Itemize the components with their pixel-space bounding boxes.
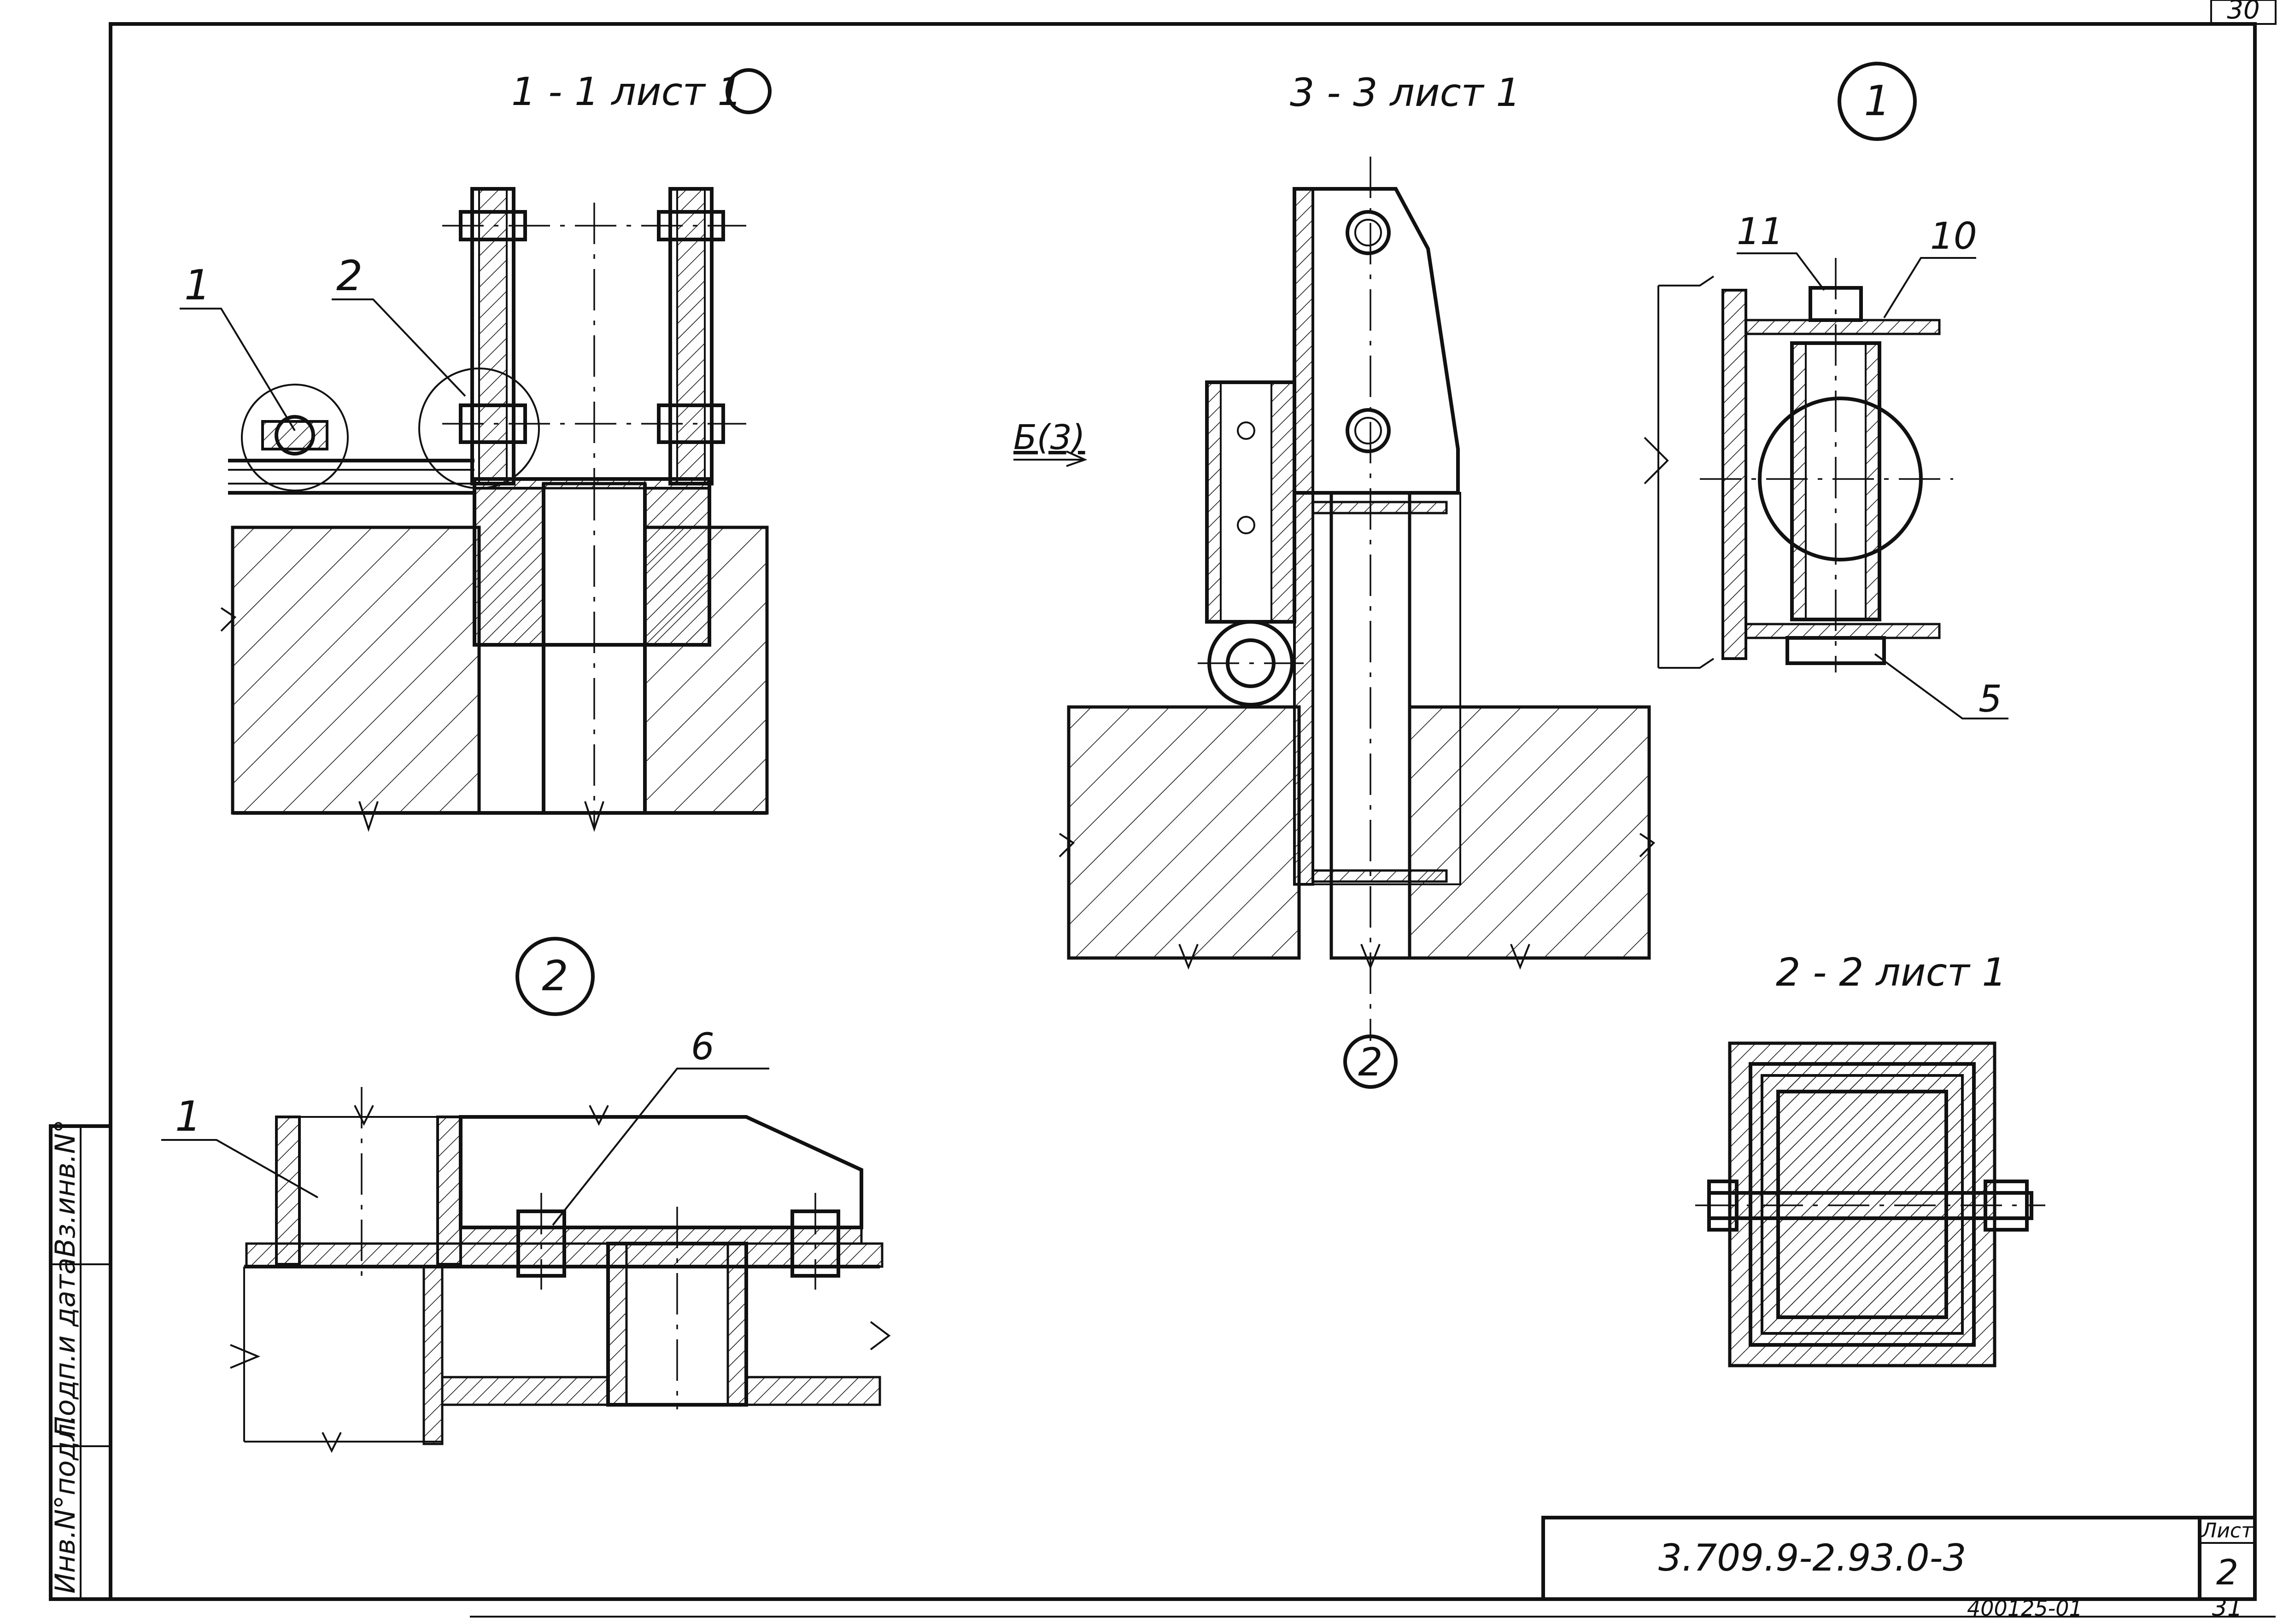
sheet-number: 2 xyxy=(2216,1552,2238,1593)
ref-circle-2-label: 2 xyxy=(1358,1040,1382,1085)
callout-11: 11 xyxy=(1737,210,1784,253)
corner-box-top xyxy=(2210,0,2277,25)
archive-number: 400125-01 xyxy=(1967,1596,2083,1621)
stamp-signature-date: Подп.и дата xyxy=(49,1257,82,1437)
view-b-label: Б(3) xyxy=(1013,418,1085,457)
side-stamp: Инв.N°подл. Подп.и дата Вз.инв.N° xyxy=(49,1119,112,1601)
section-1-1-marker-circle xyxy=(726,68,772,114)
section-2-2-title: 2 - 2 лист 1 xyxy=(1776,950,2007,995)
drawing-frame xyxy=(109,22,2257,1601)
stamp-replacement-number: Вз.инв.N° xyxy=(49,1119,82,1257)
detail-2-title: 2 xyxy=(542,952,568,1000)
stamp-inventory-number: Инв.N°подл. xyxy=(49,1415,82,1594)
detail-1-view: 1 11 10 5 xyxy=(1644,62,2008,720)
section-3-3-title: 3 - 3 лист 1 xyxy=(1290,70,1521,115)
corner-number-bottom: 31 xyxy=(2212,1594,2242,1622)
ref-circle-2 xyxy=(1343,1034,1398,1089)
callout-2-left: 2 xyxy=(336,252,363,300)
detail-1-title: 1 xyxy=(1864,77,1890,125)
detail-2-circle xyxy=(515,937,595,1016)
section-2-2-view: 2 - 2 лист 1 xyxy=(1695,950,2045,1367)
corner-number-top: 30 xyxy=(2227,0,2260,25)
callout-6: 6 xyxy=(691,1025,714,1068)
sheet-label: Лист xyxy=(2201,1519,2254,1542)
section-3-3-view: 3 - 3 лист 1 Б(3) xyxy=(1013,70,1656,1089)
section-1-1-title: 1 - 1 лист 1 xyxy=(511,69,742,114)
callout-1-left: 1 xyxy=(184,261,211,310)
detail-1-circle xyxy=(1838,62,1917,141)
title-block: 3.709.9-2.93.0-3 Лист 2 31 400125-01 xyxy=(1541,1516,2257,1622)
document-code: 3.709.9-2.93.0-3 xyxy=(1658,1536,1966,1579)
callout-1-bottom: 1 xyxy=(175,1092,201,1141)
callout-10: 10 xyxy=(1930,215,1977,257)
section-1-1-view: 1 - 1 лист 1 xyxy=(180,68,772,832)
detail-circle-1 xyxy=(241,384,349,491)
detail-circle-2 xyxy=(418,368,540,489)
detail-2-view: 2 1 6 xyxy=(161,937,891,1453)
callout-5: 5 xyxy=(1979,678,2002,720)
